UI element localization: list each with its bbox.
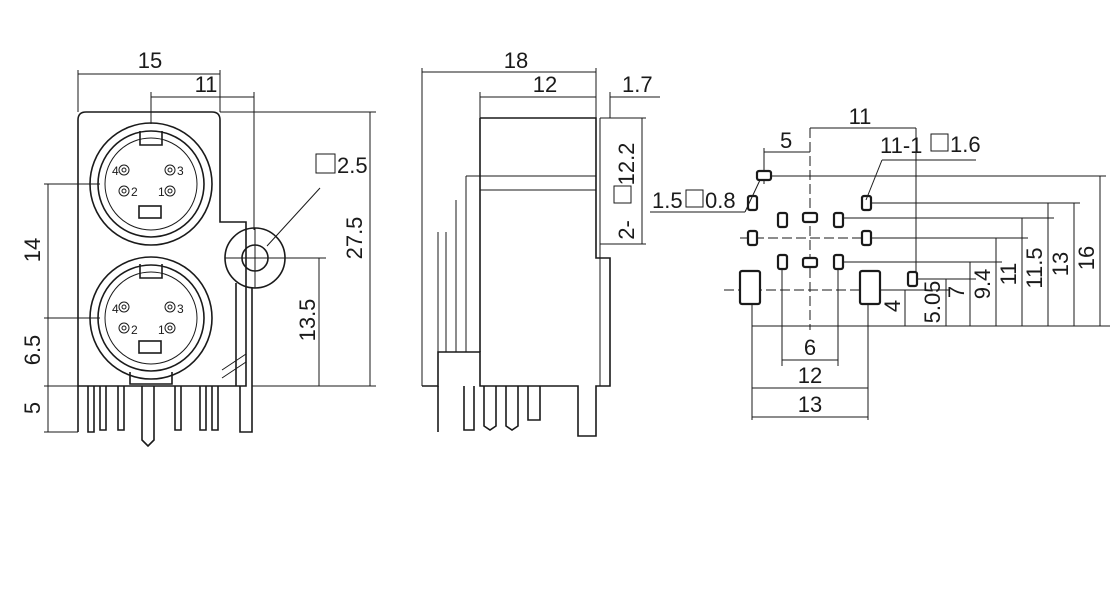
lower-pin-2: 2 [131,323,138,337]
dim-front-width: 15 [138,48,162,73]
upper-pin-2: 2 [131,185,138,199]
footprint-pad [906,270,919,288]
dim-pin-length: 5 [20,402,45,414]
label-slot-size: 0.8 [705,188,736,213]
label-holes: 11-1 [880,133,922,158]
lower-din-socket [89,256,213,380]
dim-v-5-05: 5.05 [920,281,945,324]
footprint-pad [832,211,845,229]
side-body-outline [422,117,611,437]
dim-upper-spacing: 14 [20,238,45,262]
upper-pin-1: 1 [158,185,165,199]
footprint-pad [746,229,759,247]
dim-footprint-11: 11 [849,104,872,129]
dim-lower-spacing: 6.5 [20,335,45,366]
footprint-pad [860,229,873,247]
upper-din-socket [89,122,213,246]
lower-pin-3: 3 [177,302,184,316]
front-body-outline [77,111,247,432]
footprint-pad [801,211,819,224]
front-pins [87,386,253,448]
dim-footprint-13: 13 [798,392,822,417]
dim-v-7: 7 [944,286,969,298]
dim-side-depth: 18 [504,48,528,73]
label-holes-size: 1.6 [950,132,981,157]
lower-pin-4: 4 [112,302,119,316]
dim-side-flange: 1.7 [622,72,653,97]
dim-hole-height: 13.5 [295,299,320,342]
side-pins [437,386,541,432]
footprint-pad [801,256,819,269]
dim-v-4: 4 [880,300,905,312]
footprint-pad [776,253,789,271]
upper-pin-3: 3 [177,164,184,178]
dim-footprint-5: 5 [780,128,792,153]
dim-side-slot: 2- [614,220,639,240]
dim-hole-size: 2.5 [337,153,368,178]
dim-total-height: 27.5 [342,217,367,260]
dim-v-9-4: 9.4 [970,269,995,300]
footprint-pad [776,211,789,229]
upper-pin-4: 4 [112,164,119,178]
footprint-pad [832,253,845,271]
dim-footprint-12: 12 [798,363,822,388]
footprint-slot-pad [755,169,773,182]
dim-front-inner: 11 [195,72,218,97]
dim-footprint-6: 6 [804,335,816,360]
pcb-footprint: 4 5.05 7 9.4 11 11.5 13 16 11 5 11-1 1.6… [650,104,1110,420]
dim-v-13: 13 [1048,252,1073,276]
footprint-large-pad [858,269,882,306]
dim-v-16: 16 [1074,246,1099,270]
dim-v-11-5: 11.5 [1022,247,1047,288]
lower-pin-1: 1 [158,323,165,337]
label-slot: 1.5 [652,188,683,213]
side-view: 18 12 1.7 12.2 2- [421,48,660,437]
footprint-large-pad [738,269,762,306]
dim-side-body: 12 [533,72,557,97]
dim-v-11: 11 [996,263,1021,286]
front-view: 4 3 2 1 4 3 2 1 [20,48,376,448]
footprint-pad [860,194,873,212]
dim-side-height: 12.2 [614,143,639,186]
